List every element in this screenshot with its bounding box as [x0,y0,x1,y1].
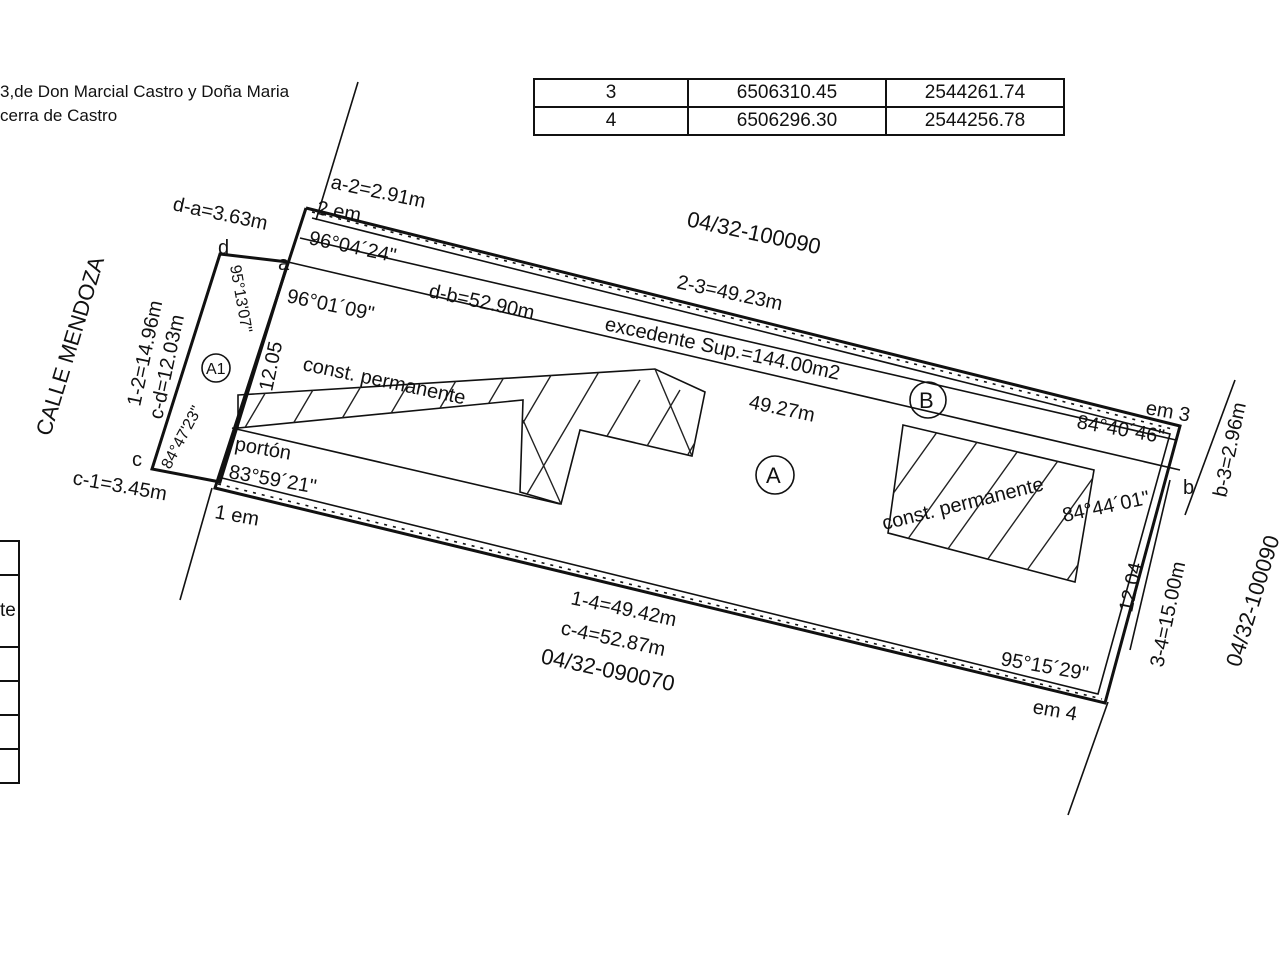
y-cell: 2544261.74 [885,78,1065,108]
side-table-cell [0,646,20,682]
lot-boundary-inner [221,217,1171,695]
porton-label: portón [233,433,293,465]
x-cell: 6506296.30 [687,106,887,136]
vertex-em4: em 4 [1031,696,1079,725]
angle-d: 95°13'07" [226,264,255,334]
dim-b-3: b-3=2.96m [1209,400,1251,499]
side-table-cell: te [0,574,20,648]
division-line-porton [231,427,561,505]
vertex-a: a [278,253,290,275]
point-cell: 3 [533,78,689,108]
excedente-label: excedente Sup.=144.00m2 [603,313,842,384]
parcel-a-marker [755,455,795,495]
survey-line [179,487,213,601]
construction-1-outline [237,368,706,506]
parcel-b-marker [909,381,947,419]
dim-d-a: d-a=3.63m [171,193,270,235]
angle-b: 84°44´01" [1060,487,1151,527]
construction-2-outline [887,424,1095,583]
vertex-em3: em 3 [1144,397,1192,426]
division-line-a-b [287,261,1181,471]
vertex-b: b [1183,477,1194,499]
side-table-cell [0,540,20,576]
coordinates-row: 3 6506310.45 2544261.74 [533,78,1065,108]
side-table-text: te [0,600,16,621]
coordinates-row: 4 6506296.30 2544256.78 [533,106,1065,136]
survey-line [315,81,359,221]
street-name: CALLE MENDOZA [31,253,109,438]
construction-2-label: const. permanente [880,473,1046,534]
side-table-cell [0,748,20,784]
y-cell: 2544256.78 [885,106,1065,136]
x-cell: 6506310.45 [687,78,887,108]
dim-c-1: c-1=3.45m [71,467,168,505]
angle-a2: 96°04´24" [307,227,398,267]
division-line-excedente [299,237,1177,441]
side-table-cell [0,680,20,716]
dimension-line-right [1129,479,1171,651]
parcel-a1-label: A1 [206,361,226,378]
vertex-c: c [132,449,142,471]
owner-note-line2: cerra de Castro [0,106,118,125]
side-table-cell [0,714,20,750]
parcel-a-label: A [766,463,781,488]
parcel-a1-marker [201,353,231,383]
parcel-id-north: 04/32-100090 [685,206,823,259]
vertex-d: d [218,237,229,259]
vertex-em1: 1 em [213,501,261,530]
dim-inner-b: 49.27m [747,391,817,426]
dim-3-4: 3-4=15.00m [1146,560,1190,670]
parcel-id-east: 04/32-100090 [1221,532,1280,669]
owner-note-line1: 3,de Don Marcial Castro y Doña Maria [0,82,290,101]
construction-1-label: const. permanente [301,353,468,409]
vertex-em2: 2 em [315,197,363,226]
point-cell: 4 [533,106,689,136]
survey-line [1067,701,1109,816]
parcel-b-label: B [919,388,934,413]
side-table: te [0,540,20,784]
dim-side-b: 12.04 [1115,560,1147,614]
boundary-tick [217,483,1103,700]
angle-a: 96°01´09" [285,285,376,325]
survey-line [1184,379,1236,516]
owner-note: 3,de Don Marcial Castro y Doña Maria cer… [0,80,289,128]
coordinates-table: 3 6506310.45 2544261.74 4 6506296.30 254… [533,78,1065,136]
dim-2-3: 2-3=49.23m [675,271,785,315]
dim-d-b: d-b=52.90m [427,280,537,324]
parcel-a1-outline [150,252,290,484]
